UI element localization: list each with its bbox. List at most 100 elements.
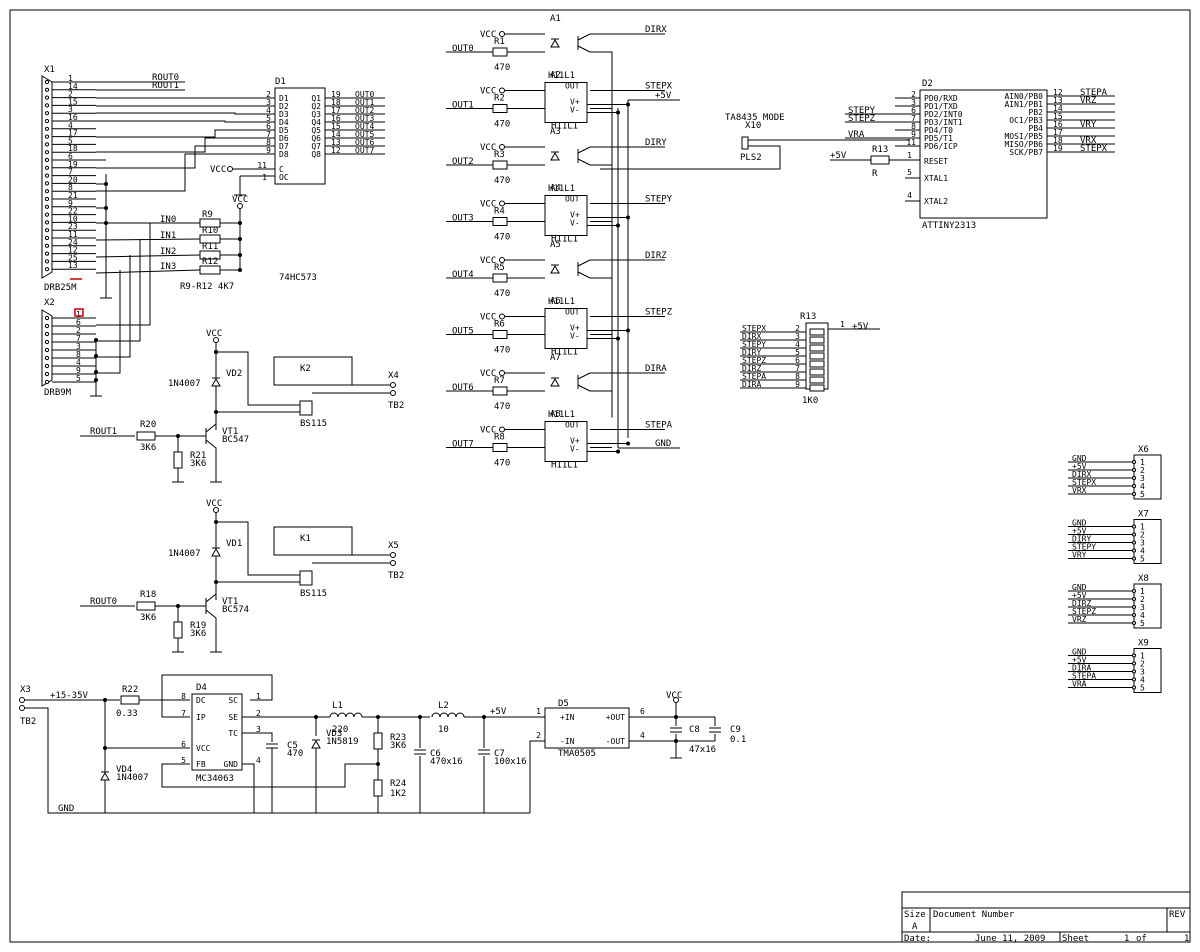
d2-pin-number: 7 — [911, 114, 916, 123]
x1-pin-number: 16 — [68, 113, 78, 122]
xtal1-pin: 5 — [907, 168, 912, 177]
x2-pin-number: 7 — [76, 334, 81, 343]
d4-pin-number: 5 — [181, 756, 186, 765]
connector-pin: 4 — [1140, 547, 1145, 556]
diode-type: 1N4007 — [168, 549, 201, 559]
d1-c-pin: 11 — [257, 161, 267, 170]
rnet-resistor — [809, 360, 825, 368]
pin-circle — [44, 173, 50, 178]
d4-pin-name: SC — [228, 696, 238, 705]
connector-net: STEPY — [1072, 543, 1096, 552]
terminal-ref: X4 — [388, 371, 399, 381]
vd3-ref: VD3 — [326, 729, 342, 739]
x2-pin-number: 3 — [76, 342, 81, 351]
rnet-pin: 4 — [795, 340, 800, 349]
input-net: IN0 — [160, 215, 176, 225]
wire — [577, 259, 591, 267]
terminal-circle — [390, 382, 396, 388]
rnet-resistor — [809, 368, 825, 376]
resistor-ref: R9 — [202, 210, 213, 220]
c6-ref: C6 — [430, 749, 441, 759]
transistor-type: BC547 — [222, 435, 249, 445]
d1-pin-number: 7 — [266, 130, 271, 139]
opto-input-net: OUT7 — [452, 440, 474, 450]
resistor-value: 470 — [494, 346, 510, 356]
pin-circle — [44, 87, 50, 92]
resistor-ref: R10 — [202, 226, 218, 236]
opto-output-net: DIRA — [645, 364, 667, 374]
x1-pin-number: 8 — [68, 183, 73, 192]
connector-net: +5V — [1072, 462, 1087, 471]
opto-ref: A2 — [550, 71, 561, 81]
freewheel-diode-icon — [211, 377, 221, 387]
terminal-circle — [499, 313, 505, 320]
rnet-pin: 8 — [795, 372, 800, 381]
d2-pin-name: AIN0/PB0 — [1004, 92, 1043, 101]
wire — [216, 351, 300, 406]
d1-output-net: OUT1 — [355, 98, 374, 107]
x10-ref: X10 — [745, 121, 761, 131]
optocoupler-array: VCCR1470OUT0H11L1A1DIRXVCCR2470OUT1OUTV+… — [446, 14, 680, 471]
vcc-label: VCC — [480, 426, 496, 436]
d1-pin-number: 17 — [331, 106, 341, 115]
connector-net: STEPA — [1072, 672, 1096, 681]
vcc-label: VCC — [480, 369, 496, 379]
h11l1-body — [544, 421, 588, 462]
connector-pin: 2 — [1140, 595, 1145, 604]
vcc-label: VCC — [480, 256, 496, 266]
resistor-ref: R7 — [494, 376, 505, 386]
x1-pin-number: 5 — [68, 136, 73, 145]
d1-pin-name: D3 — [279, 110, 289, 119]
gnd-label: GND — [58, 804, 74, 814]
pin-circle — [44, 150, 50, 155]
d1-pin-name: Q5 — [311, 126, 321, 135]
vcc-label: VCC — [206, 499, 222, 509]
pin-circle — [1132, 556, 1136, 561]
d4-name: MC34063 — [196, 774, 234, 784]
base-resistor — [136, 601, 156, 611]
d1-body — [274, 87, 326, 185]
d2-pin-name: MISO/PB6 — [1004, 140, 1043, 149]
resistor-ref: R4 — [494, 207, 505, 217]
diode-ref: VD1 — [226, 539, 242, 549]
junction-dot — [616, 449, 620, 454]
terminal-circle — [499, 257, 505, 263]
resistor-ref: R8 — [494, 433, 505, 443]
junction-dot — [103, 698, 107, 702]
d4-pin-number: 8 — [181, 692, 186, 701]
r24-value: 1K2 — [390, 789, 406, 799]
connector-body — [1133, 583, 1162, 629]
input-net: IN2 — [160, 247, 176, 257]
d5-pin-number: 2 — [536, 731, 541, 740]
input-net: IN1 — [160, 231, 176, 241]
x2-name: DRB9M — [44, 388, 72, 398]
opto-type: H11L1 — [551, 348, 578, 358]
x2-pin-number: 5 — [76, 374, 81, 383]
d2-pin-number: 9 — [911, 130, 916, 139]
vminus-label: V- — [570, 106, 580, 115]
wire — [96, 255, 131, 358]
reset-label: RESET — [924, 157, 948, 166]
xtal2-label: XTAL2 — [924, 197, 948, 206]
opto-type: H11L1 — [551, 235, 578, 245]
c8-value: 47x16 — [689, 745, 716, 755]
d2-right-net: VRZ — [1080, 96, 1097, 106]
xtal2-pin: 4 — [907, 191, 912, 200]
c8-ref: C8 — [689, 725, 700, 735]
connector-net: DIRZ — [1072, 599, 1091, 608]
feedback-resistor — [373, 779, 383, 797]
opto-output-net: STEPZ — [645, 308, 673, 318]
rnet-net: DIRY — [742, 348, 761, 357]
x1-pin-number: 24 — [68, 238, 78, 247]
connector-pin: 4 — [1140, 482, 1145, 491]
connector-pin: 4 — [1140, 611, 1145, 620]
x1-pin-number: 13 — [68, 261, 78, 270]
pin-circle — [1132, 468, 1136, 472]
d4-pin-name: FB — [196, 760, 206, 769]
terminal-circle — [237, 203, 243, 209]
pin-circle — [1132, 597, 1136, 601]
r23-ref: R23 — [390, 733, 406, 743]
d1-pin-name: D6 — [279, 134, 289, 143]
x1-pin-number: 1 — [68, 74, 73, 83]
